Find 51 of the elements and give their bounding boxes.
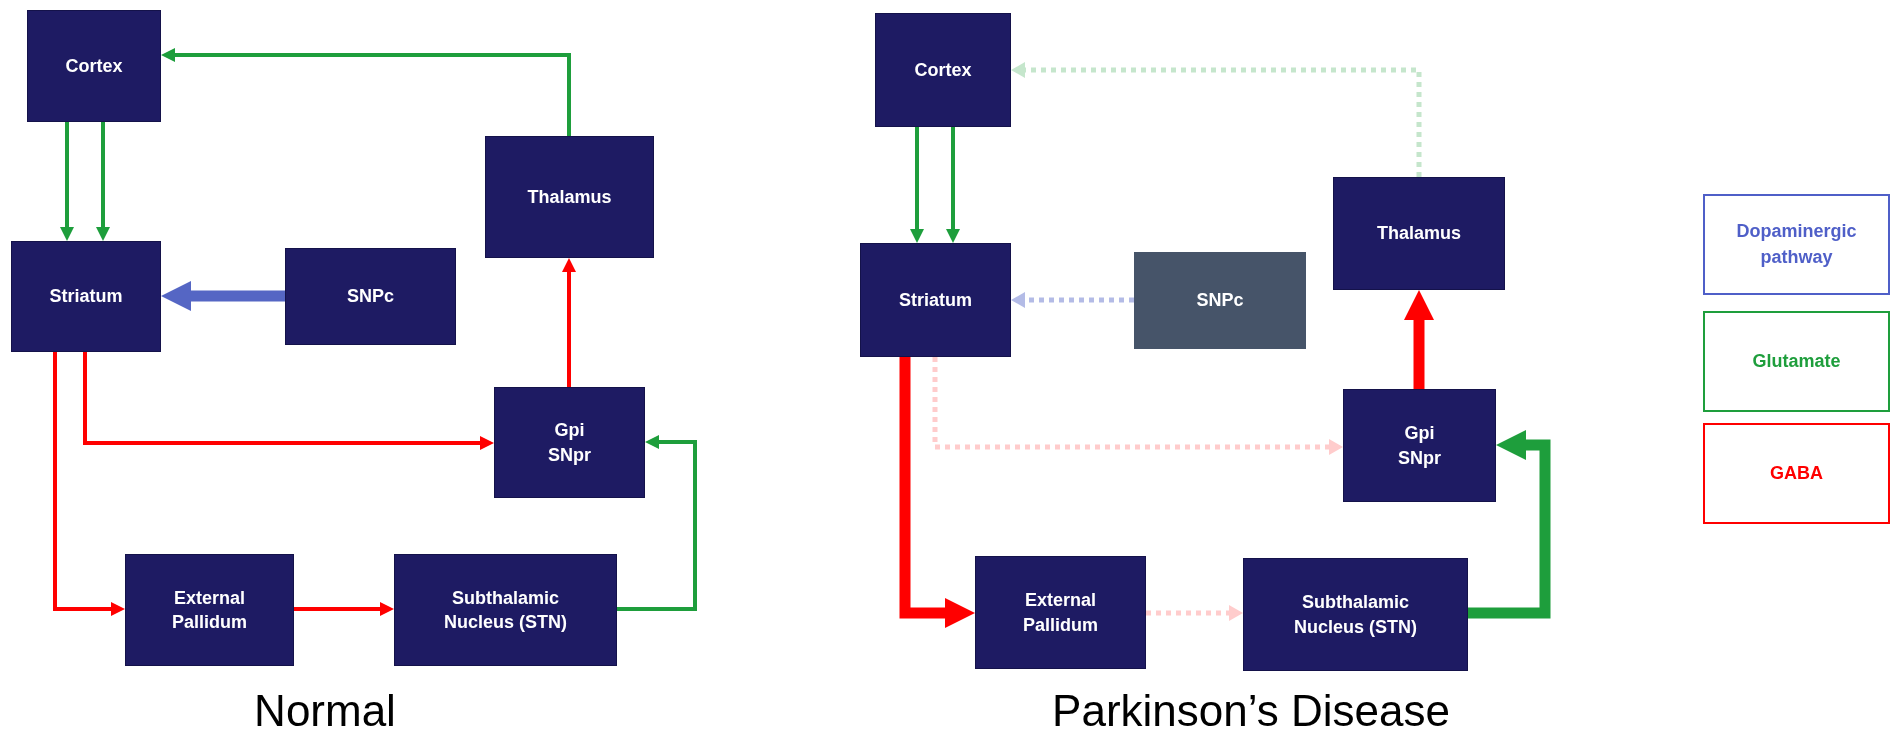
legend-label: Dopaminergic pathway (1735, 220, 1858, 269)
process-box (860, 243, 1011, 357)
arrow (617, 435, 697, 611)
process-box (394, 554, 617, 666)
arrow (899, 357, 975, 628)
process-box (485, 136, 654, 258)
arrow (161, 48, 571, 136)
node-label: Thalamus (1376, 222, 1462, 246)
arrow (946, 127, 960, 243)
node-label: Subthalamic Nucleus (STN) (443, 586, 568, 634)
panel-caption: Normal (254, 686, 396, 736)
process-box (975, 556, 1146, 669)
arrow (294, 602, 394, 616)
process-box (285, 248, 456, 345)
process-box (1243, 558, 1468, 671)
legend-label: GABA (1770, 461, 1823, 485)
node-label: Striatum (48, 285, 124, 309)
arrow (83, 352, 494, 450)
arrow (1146, 605, 1243, 621)
arrow (60, 122, 74, 241)
node-label: Cortex (64, 54, 124, 78)
arrow (1011, 292, 1134, 308)
node-label: External Pallidum (171, 586, 248, 634)
arrow (161, 281, 285, 311)
node-label: Striatum (898, 288, 973, 312)
node-label: Subthalamic Nucleus (STN) (1293, 591, 1418, 639)
arrow (932, 357, 1343, 455)
node-label: SNPc (1195, 289, 1245, 313)
arrow (1404, 290, 1434, 389)
node-label: External Pallidum (1022, 589, 1099, 637)
arrow (562, 258, 576, 387)
node-label: SNPc (346, 285, 395, 309)
arrow (1468, 430, 1551, 619)
node-label: Gpi SNpr (547, 419, 592, 467)
process-box (27, 10, 161, 122)
panel-caption: Parkinson’s Disease (1052, 686, 1450, 736)
arrow (910, 127, 924, 243)
arrow (53, 352, 125, 616)
node-label: Thalamus (526, 185, 613, 209)
legend-label: Glutamate (1752, 349, 1841, 373)
node-label: Gpi SNpr (1397, 422, 1442, 470)
process-box (1343, 389, 1496, 502)
process-box (875, 13, 1011, 127)
arrow (96, 122, 110, 241)
process-box (11, 241, 161, 352)
process-box (494, 387, 645, 498)
arrow (1011, 62, 1422, 177)
process-box (1134, 252, 1306, 349)
node-label: Cortex (913, 58, 973, 82)
process-box (125, 554, 294, 666)
process-box (1333, 177, 1505, 290)
